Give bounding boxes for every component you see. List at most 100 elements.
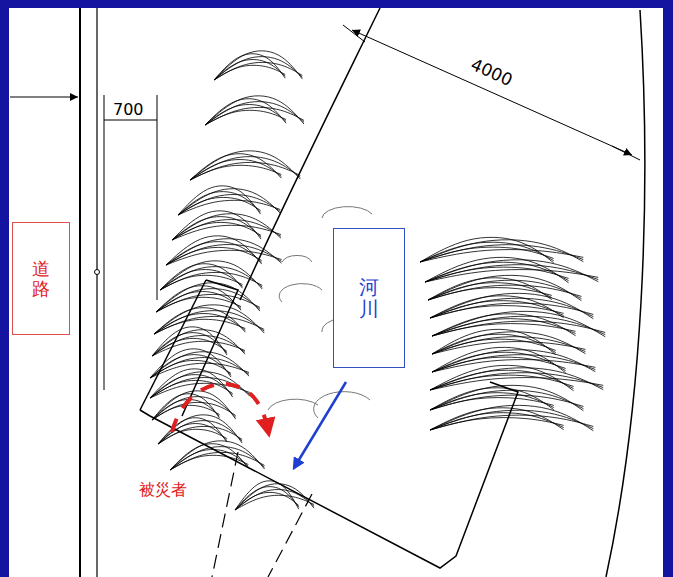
reed-blade <box>166 247 262 265</box>
reed-blade <box>432 332 585 354</box>
reed-blade <box>432 314 576 336</box>
reed-blade <box>214 65 285 80</box>
reed-blade <box>432 350 595 372</box>
reed-blade <box>430 368 603 390</box>
reed-blade <box>235 487 299 510</box>
reed-blade <box>430 390 583 410</box>
reed-blade <box>170 455 248 470</box>
reed-blade <box>430 303 593 318</box>
reed-blade <box>152 336 245 356</box>
reed-blade <box>430 385 583 410</box>
reed-blade <box>170 452 265 470</box>
reed-blade <box>152 397 236 420</box>
reed-blade <box>190 162 300 180</box>
reed-blade <box>156 297 241 312</box>
reed-blade <box>420 247 554 262</box>
reed-blade <box>152 327 227 356</box>
marker-dot <box>95 270 100 275</box>
reed-blade <box>178 189 280 215</box>
reed-blade <box>160 275 243 290</box>
reed-blade <box>160 272 262 290</box>
reed-blade <box>425 257 569 282</box>
reed-blade <box>430 370 574 390</box>
reed-blade <box>430 408 564 430</box>
reed-blade <box>154 305 264 334</box>
reed-blade <box>156 294 260 312</box>
extension-line <box>104 95 105 390</box>
road-edge <box>79 8 81 577</box>
reed-blade <box>152 333 227 356</box>
reed-blade <box>430 293 593 318</box>
reed-blade <box>205 102 304 125</box>
reed-blade <box>150 352 249 378</box>
dimension-line <box>104 120 157 121</box>
victim-label: 被災者 <box>138 481 188 499</box>
reed-blade <box>430 365 574 390</box>
reed-blade <box>172 214 281 240</box>
reed-blade <box>172 217 261 240</box>
reed-blade <box>154 319 245 334</box>
reed-blade <box>430 373 603 390</box>
dimension-line <box>352 30 632 155</box>
reed-blade <box>170 444 248 470</box>
reed-blade <box>214 51 302 80</box>
reed-blade <box>205 107 304 125</box>
dimension-line <box>10 97 78 98</box>
reed-blade <box>425 260 598 282</box>
reed-blade <box>178 197 261 215</box>
reed-blade <box>170 447 265 470</box>
reed-blade <box>420 237 554 262</box>
reed-blade <box>154 316 264 334</box>
reed-blade <box>152 391 236 420</box>
reed-blade <box>170 441 265 470</box>
frame-band <box>0 0 9 577</box>
reed-blade <box>166 239 282 265</box>
reed-blade <box>235 481 299 510</box>
reed-blade <box>158 418 227 444</box>
reed-blade <box>420 242 554 262</box>
reed-blade <box>432 311 605 336</box>
extension-line <box>612 146 640 160</box>
reed-blade <box>432 355 595 372</box>
reed-blade <box>214 57 302 80</box>
reed-blade <box>190 157 300 180</box>
reed-blade <box>214 54 285 80</box>
reed-blade <box>150 380 233 398</box>
reed-blade <box>205 99 286 125</box>
reed-blade <box>430 410 593 430</box>
reed-blade <box>428 280 581 300</box>
reed-blade <box>154 308 245 334</box>
reed-blade <box>150 378 250 398</box>
node-text: 道路 <box>32 259 50 299</box>
reed-blade <box>432 337 585 354</box>
reed-blade <box>156 289 260 312</box>
reed-blade <box>190 160 281 180</box>
reed-blade <box>166 242 262 265</box>
reed-blade <box>152 405 220 420</box>
frame-band <box>0 0 673 8</box>
road-edge <box>96 8 97 577</box>
reed-blade <box>425 267 569 282</box>
reed-blade <box>170 450 248 470</box>
pointer-arrow <box>294 382 346 468</box>
reed-blade <box>205 96 304 125</box>
reed-blade <box>425 262 569 282</box>
extension-line <box>343 25 365 42</box>
reed-blade <box>190 154 281 180</box>
reed-blade <box>432 357 566 372</box>
reed-blade <box>172 222 261 240</box>
reed-blade <box>432 319 576 336</box>
reed-blade <box>428 275 581 300</box>
reed-blade <box>428 285 581 300</box>
reed-grass <box>150 51 605 510</box>
reed-blade <box>166 245 282 265</box>
reed-blade <box>432 321 605 336</box>
reed-blade <box>160 261 262 290</box>
reed-blade <box>235 492 299 510</box>
reed-blade <box>158 421 242 444</box>
reed-blade <box>154 314 245 334</box>
reed-blade <box>205 110 286 125</box>
node-text: 河川 <box>359 276 379 320</box>
river-box: 河川 <box>333 228 405 368</box>
